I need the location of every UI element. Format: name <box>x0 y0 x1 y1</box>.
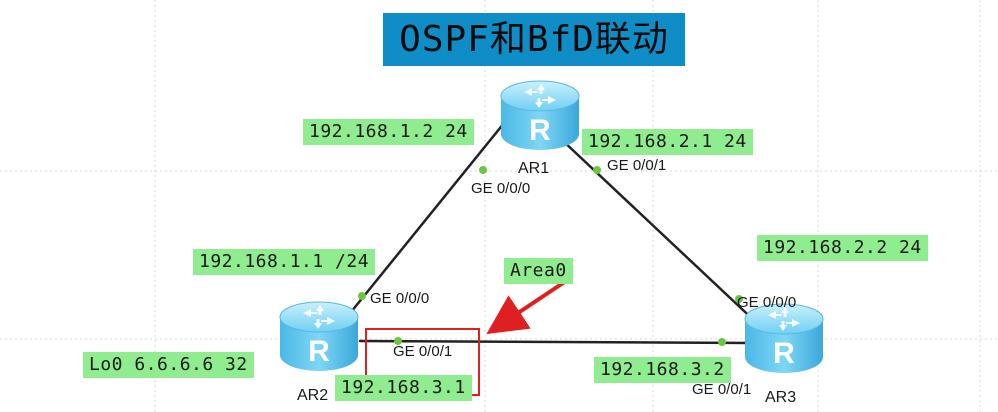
ip-label-ar1-ge001: 192.168.2.1 24 <box>582 129 753 155</box>
ip-label-ar2-ge001: 192.168.3.1 <box>335 375 472 401</box>
pointer-arrow <box>486 275 574 335</box>
link-ar2-ar3 <box>358 339 754 345</box>
port-label-ar3-ge000: GE 0/0/0 <box>737 294 797 311</box>
diagram-title: OSPF和BfD联动 <box>383 13 685 66</box>
port-label-ar2-ge001: GE 0/0/1 <box>393 343 453 360</box>
link-ar1-ar2 <box>328 110 515 340</box>
ip-label-ar1-ge000: 192.168.1.2 24 <box>303 119 474 145</box>
svg-text:R: R <box>773 337 795 370</box>
svg-text:R: R <box>529 114 551 147</box>
router-name-ar3: AR3 <box>765 389 797 406</box>
port-dot-ar1-ge000 <box>479 166 487 174</box>
port-label-ar1-ge001: GE 0/0/1 <box>607 157 667 174</box>
area-label: Area0 <box>504 258 573 284</box>
port-dot-ar2-ge001 <box>394 337 402 345</box>
ip-label-ar2-loopback: Lo0 6.6.6.6 32 <box>83 352 254 378</box>
ip-label-ar2-ge000: 192.168.1.1 /24 <box>193 249 376 275</box>
router-name-ar2: AR2 <box>297 387 329 404</box>
router-icon-ar1[interactable]: R <box>497 78 583 154</box>
router-icon-ar2[interactable]: R <box>276 299 362 375</box>
port-dot-ar1-ge001 <box>593 166 601 174</box>
port-label-ar2-ge000: GE 0/0/0 <box>370 290 430 307</box>
port-dot-ar2-ge000 <box>358 292 366 300</box>
port-dot-ar3-ge000 <box>735 295 743 303</box>
router-name-ar1: AR1 <box>518 160 550 177</box>
router-icon-ar3[interactable]: R <box>741 301 827 377</box>
ip-label-ar3-ge000: 192.168.2.2 24 <box>757 235 928 261</box>
port-dot-ar3-ge001 <box>718 338 726 346</box>
port-dots <box>358 166 743 346</box>
ip-label-ar3-ge001: 192.168.3.2 <box>594 357 731 383</box>
port-label-ar1-ge000: GE 0/0/0 <box>471 180 531 197</box>
svg-text:R: R <box>308 335 330 368</box>
port-label-ar3-ge001: GE 0/0/1 <box>692 381 752 398</box>
